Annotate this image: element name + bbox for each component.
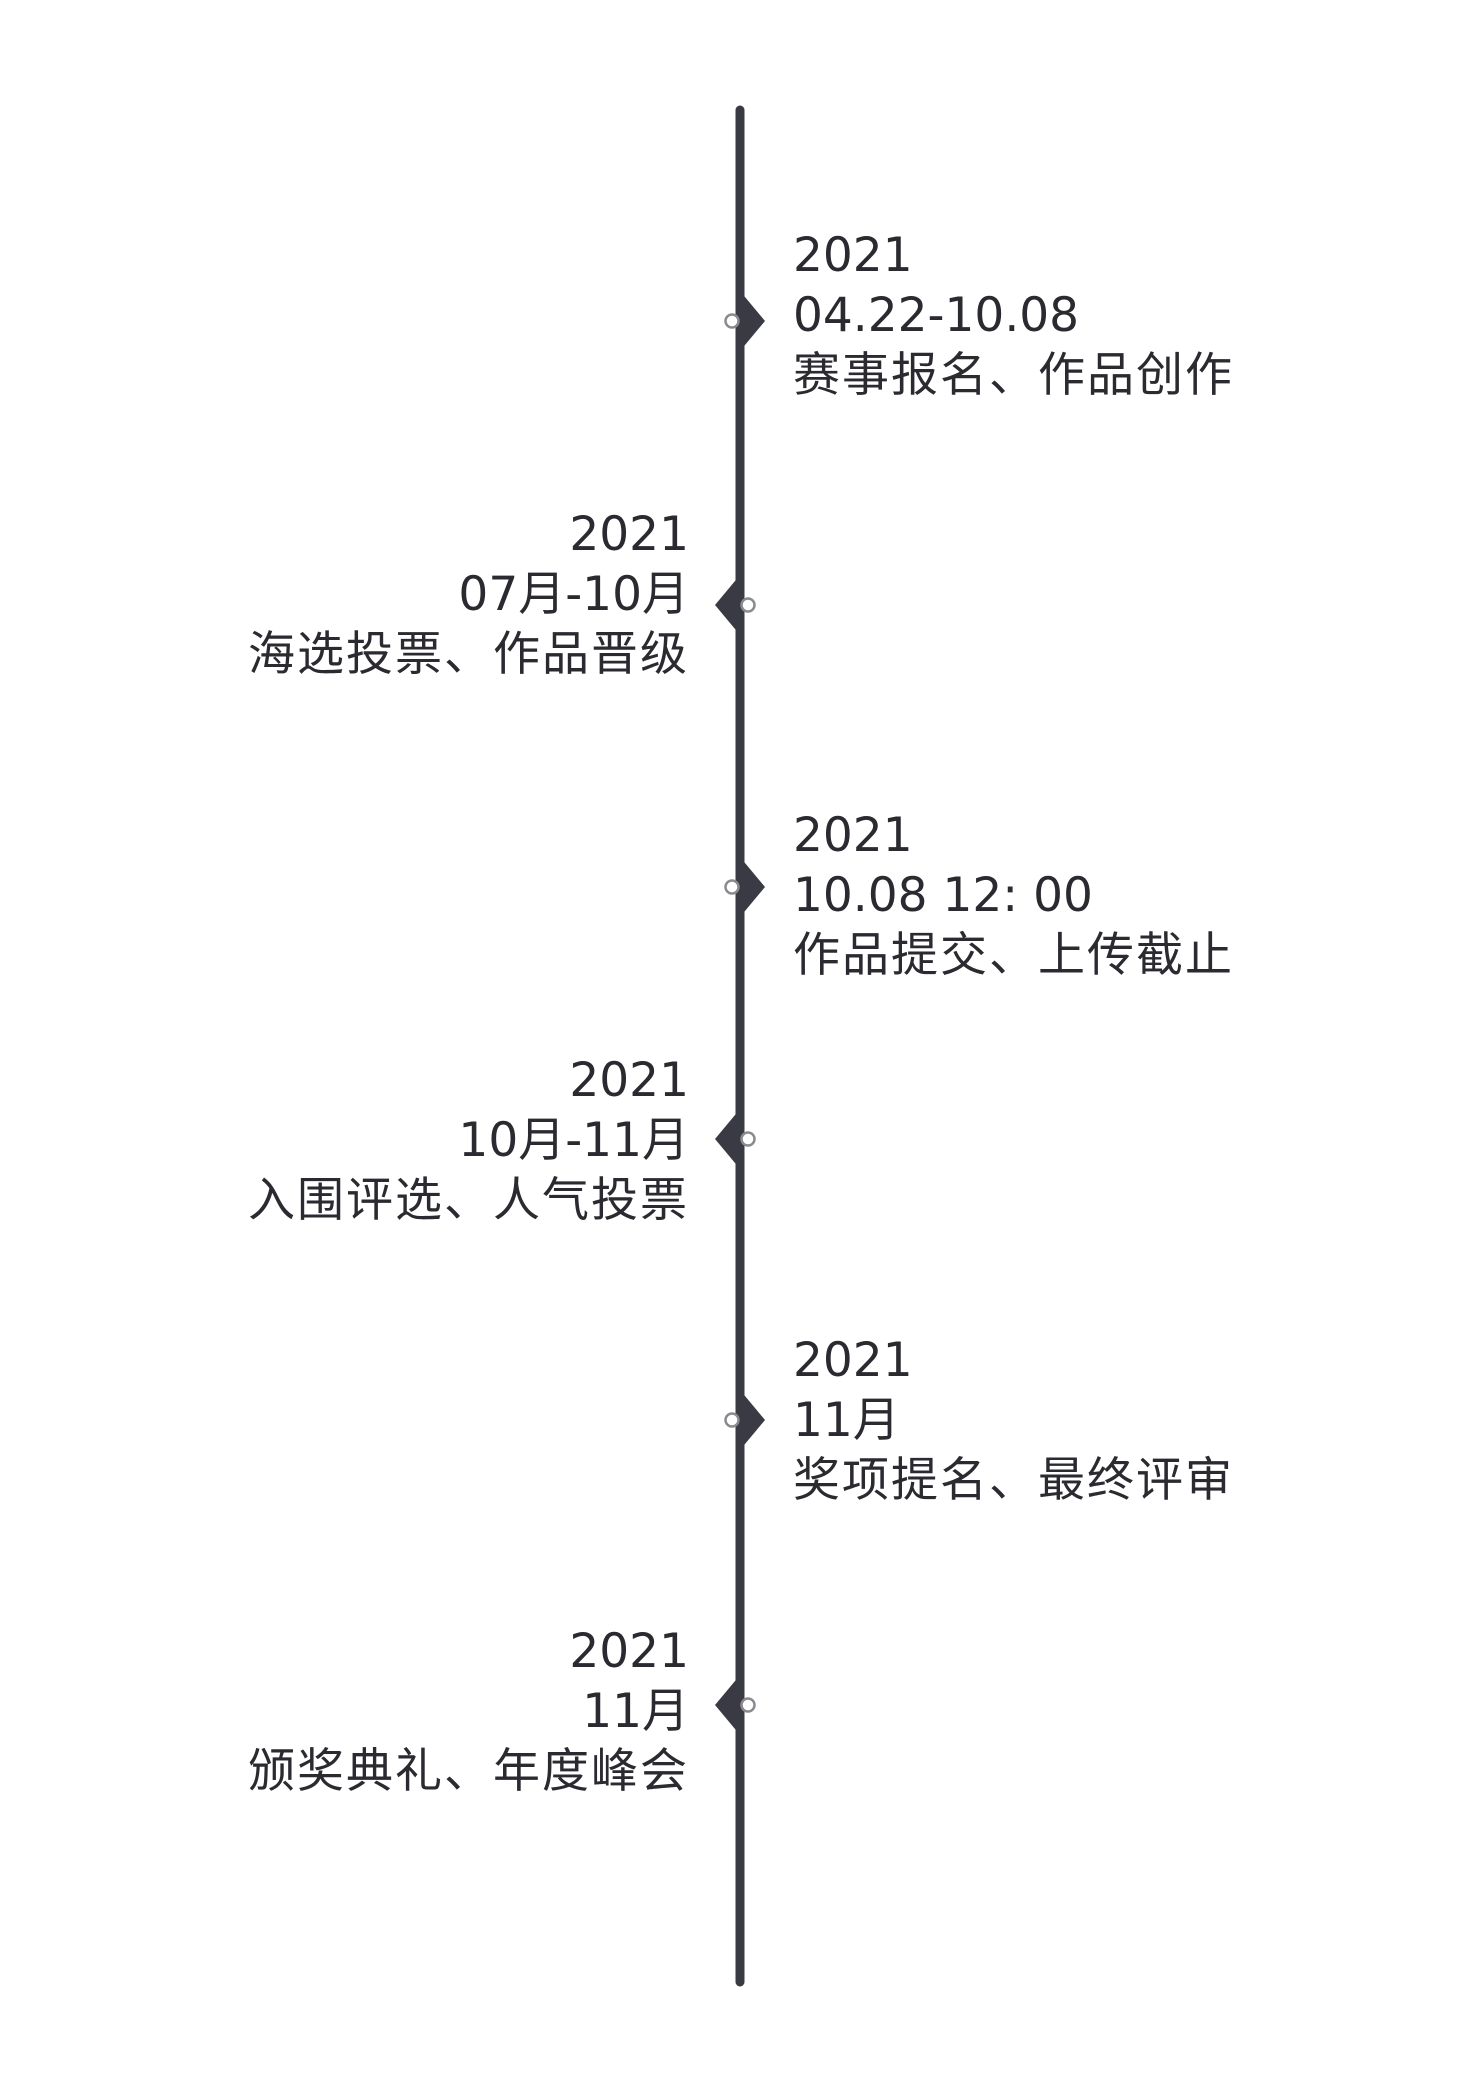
event-year: 2021 — [569, 507, 689, 562]
marker-notch — [740, 857, 765, 917]
event-title: 颁奖典礼、年度峰会 — [248, 1744, 689, 1799]
event-year: 2021 — [793, 808, 913, 863]
timeline-event-3: 2021 10.08 12: 00 作品提交、上传截止 — [793, 806, 1234, 986]
event-title: 作品提交、上传截止 — [793, 928, 1234, 983]
marker-notch — [715, 1675, 740, 1735]
event-date: 04.22-10.08 — [793, 288, 1080, 343]
marker-ring — [724, 1412, 740, 1428]
marker-notch — [715, 1109, 740, 1169]
marker-ring — [740, 1131, 756, 1147]
event-date: 10月-11月 — [458, 1113, 689, 1168]
marker-ring — [724, 313, 740, 329]
event-date: 11月 — [793, 1393, 900, 1448]
event-year: 2021 — [793, 1333, 913, 1388]
timeline-event-1: 2021 04.22-10.08 赛事报名、作品创作 — [793, 226, 1234, 406]
event-title: 奖项提名、最终评审 — [793, 1453, 1234, 1508]
event-year: 2021 — [793, 228, 913, 283]
marker-ring — [724, 879, 740, 895]
marker-ring — [740, 597, 756, 613]
event-title: 海选投票、作品晋级 — [248, 627, 689, 682]
timeline-event-5: 2021 11月 奖项提名、最终评审 — [793, 1331, 1234, 1511]
event-title: 入围评选、人气投票 — [248, 1173, 689, 1228]
event-year: 2021 — [569, 1053, 689, 1108]
marker-notch — [715, 575, 740, 635]
timeline-event-2: 2021 07月-10月 海选投票、作品晋级 — [248, 505, 689, 685]
timeline-event-6: 2021 11月 颁奖典礼、年度峰会 — [248, 1622, 689, 1802]
event-year: 2021 — [569, 1624, 689, 1679]
event-title: 赛事报名、作品创作 — [793, 348, 1234, 403]
marker-ring — [740, 1697, 756, 1713]
marker-notch — [740, 291, 765, 351]
event-date: 07月-10月 — [458, 567, 689, 622]
marker-notch — [740, 1390, 765, 1450]
timeline-event-4: 2021 10月-11月 入围评选、人气投票 — [248, 1051, 689, 1231]
event-date: 11月 — [582, 1684, 689, 1739]
event-date: 10.08 12: 00 — [793, 868, 1093, 923]
